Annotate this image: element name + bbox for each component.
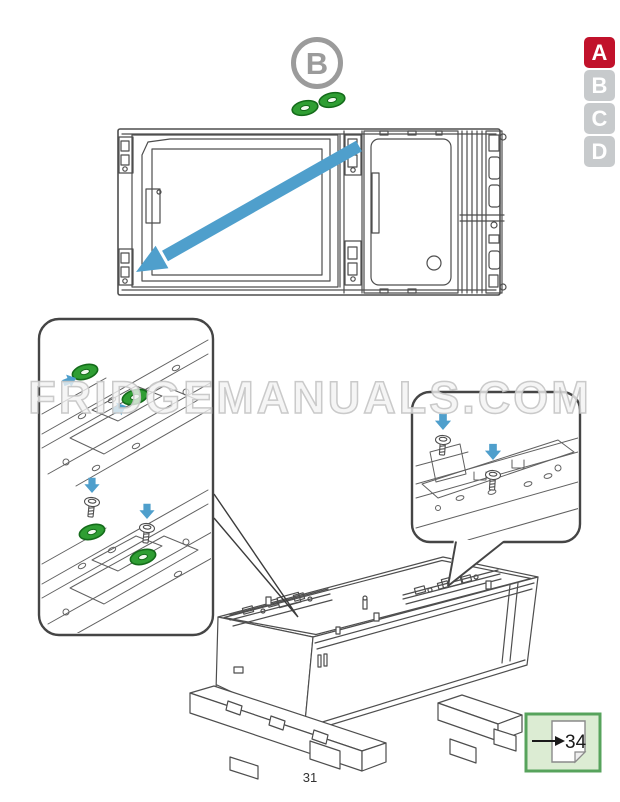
washer-icon [317,89,347,111]
frame-line-art [117,128,507,296]
page-number: 31 [302,770,318,785]
hinge-bracket [118,248,134,286]
model-badge-c-label: C [591,105,608,131]
callout-tail-lines [447,540,505,587]
washer-icon [290,97,320,119]
step-marker-circle: B [291,37,343,89]
washer-icon-pair [290,89,347,119]
model-badge-b: B [584,70,615,101]
page-reference-box: 34 [524,712,602,773]
step-marker-letter: B [305,45,329,81]
arrow-right-icon [532,736,565,746]
reference-page-number: 34 [565,732,587,753]
front-face [303,576,539,734]
model-badge-a-label: A [591,39,608,65]
main-diagram [117,128,507,296]
model-badge-d-label: D [591,138,608,164]
right-detail-callout [410,390,582,587]
pallet [189,685,523,780]
model-badge-b-label: B [591,72,608,98]
model-badge-d: D [584,136,615,167]
model-badge-a: A [584,37,615,68]
hinge-bracket [344,240,362,286]
model-badge-c: C [584,103,615,134]
transfer-arrow-icon [136,140,362,272]
left-detail-callout [37,317,215,637]
page-fold [574,751,587,764]
hinge-bracket [118,136,134,174]
